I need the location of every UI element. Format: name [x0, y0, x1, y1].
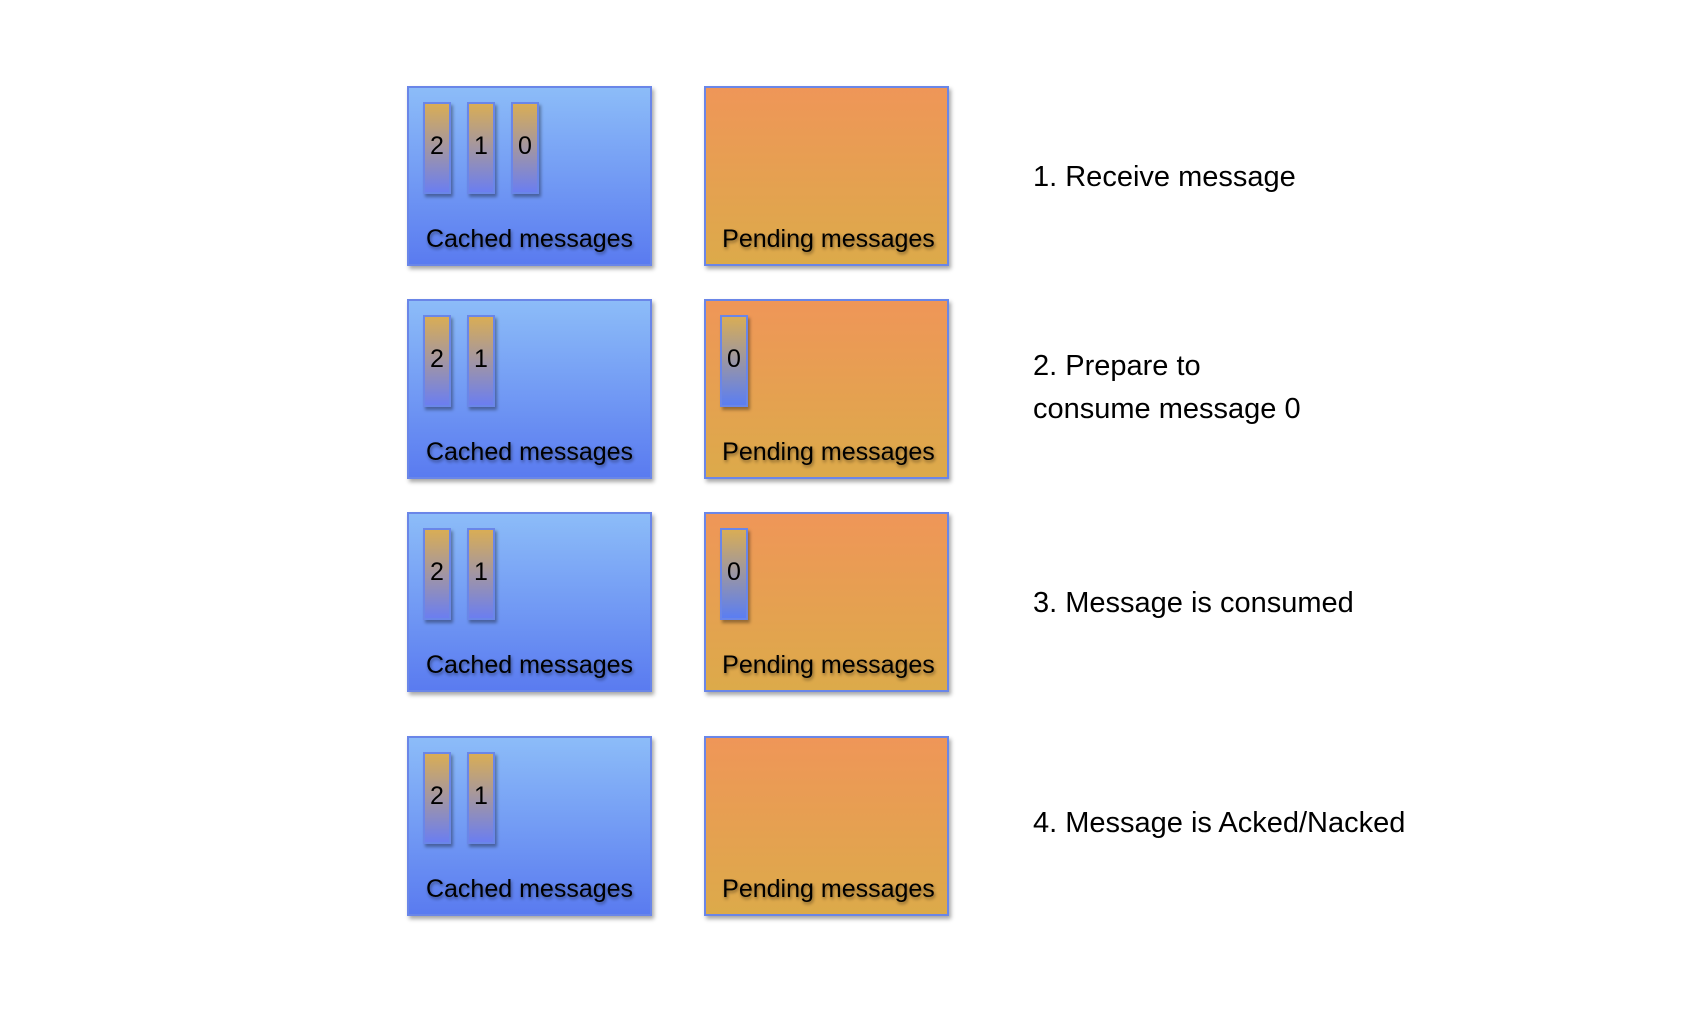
- cached-messages-label: Cached messages: [425, 225, 634, 253]
- step-description: 3. Message is consumed: [1033, 582, 1354, 625]
- message-block: 0: [720, 528, 748, 620]
- step-text-line: consume message 0: [1033, 393, 1301, 425]
- step-text-line: 1. Receive message: [1033, 161, 1296, 193]
- step-description: 2. Prepare to consume message 0: [1033, 345, 1301, 431]
- step-description: 1. Receive message: [1033, 156, 1296, 199]
- message-block: 0: [720, 315, 748, 407]
- message-block: 1: [467, 102, 495, 194]
- step-row-4: 2 1 Cached messages Pending messages 4. …: [0, 736, 1700, 918]
- pending-messages-label: Pending messages: [722, 875, 935, 903]
- pending-messages-box: 0 Pending messages: [704, 299, 949, 479]
- message-block: 1: [467, 315, 495, 407]
- message-block: 2: [423, 102, 451, 194]
- step-text-line: 3. Message is consumed: [1033, 587, 1354, 619]
- cached-messages-box: 2 1 Cached messages: [407, 736, 652, 916]
- message-block: 0: [511, 102, 539, 194]
- cached-messages-label: Cached messages: [425, 438, 634, 466]
- message-block: 1: [467, 528, 495, 620]
- pending-messages-label: Pending messages: [722, 438, 935, 466]
- step-row-3: 2 1 Cached messages 0 Pending messages 3…: [0, 512, 1700, 694]
- cached-messages-box: 2 1 0 Cached messages: [407, 86, 652, 266]
- cached-messages-box: 2 1 Cached messages: [407, 512, 652, 692]
- step-text-line: 4. Message is Acked/Nacked: [1033, 807, 1406, 839]
- message-block: 2: [423, 315, 451, 407]
- message-block: 2: [423, 528, 451, 620]
- step-row-1: 2 1 0 Cached messages Pending messages 1…: [0, 86, 1700, 268]
- pending-messages-box: 0 Pending messages: [704, 512, 949, 692]
- step-description: 4. Message is Acked/Nacked: [1033, 802, 1405, 845]
- cached-messages-label: Cached messages: [425, 651, 634, 679]
- pending-messages-label: Pending messages: [722, 225, 935, 253]
- pending-messages-label: Pending messages: [722, 651, 935, 679]
- pending-messages-box: Pending messages: [704, 86, 949, 266]
- step-text-line: 2. Prepare to: [1033, 350, 1201, 382]
- pending-messages-box: Pending messages: [704, 736, 949, 916]
- message-block: 2: [423, 752, 451, 844]
- cached-messages-label: Cached messages: [425, 875, 634, 903]
- cached-messages-box: 2 1 Cached messages: [407, 299, 652, 479]
- message-block: 1: [467, 752, 495, 844]
- step-row-2: 2 1 Cached messages 0 Pending messages 2…: [0, 299, 1700, 481]
